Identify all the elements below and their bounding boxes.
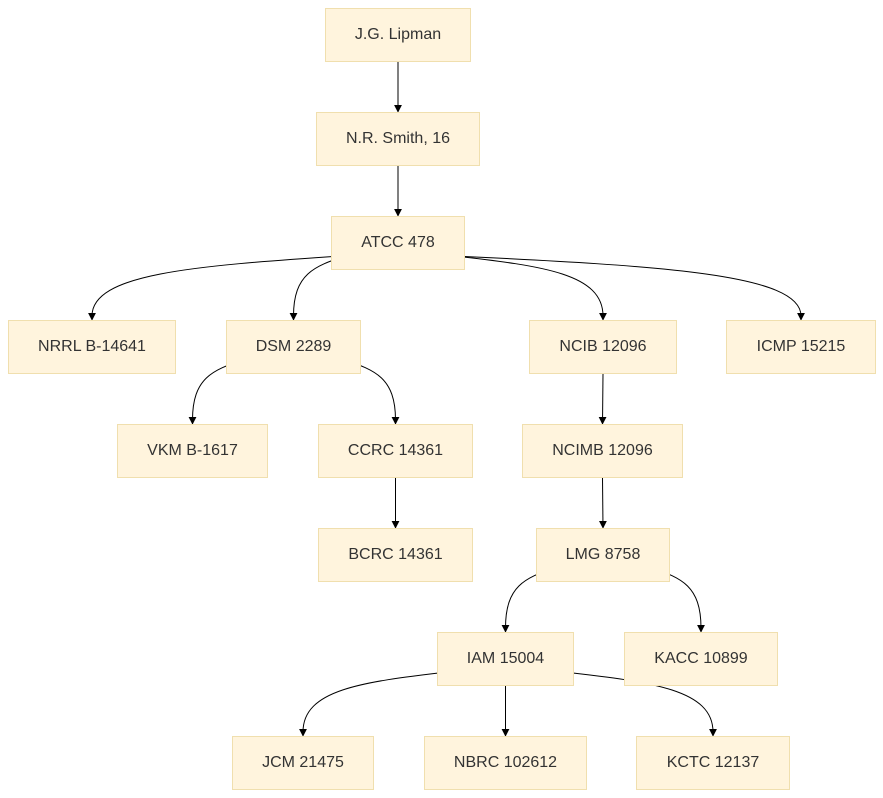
node-nr-smith: N.R. Smith, 16 [316,112,480,166]
edge-ncib-to-ncimb [598,373,607,425]
node-ncib-12096: NCIB 12096 [529,320,677,374]
node-iam-15004: IAM 15004 [437,632,574,686]
edge-ncimb-to-lmg [598,477,607,529]
node-nrrl-b-14641: NRRL B-14641 [8,320,176,374]
node-atcc-478: ATCC 478 [331,216,465,270]
edge-iam-to-kctc [563,671,717,737]
node-kctc-12137: KCTC 12137 [636,736,790,790]
node-dsm-2289: DSM 2289 [226,320,361,374]
node-jcm-21475: JCM 21475 [232,736,374,790]
node-vkm-b-1617: VKM B-1617 [117,424,268,478]
node-lmg-8758: LMG 8758 [536,528,670,582]
node-ccrc-14361: CCRC 14361 [318,424,473,478]
node-icmp-15215: ICMP 15215 [726,320,876,374]
node-ncimb-12096: NCIMB 12096 [522,424,683,478]
node-bcrc-14361: BCRC 14361 [318,528,473,582]
edge-atcc-to-ncib [454,255,607,321]
edge-atcc-to-icmp [454,255,805,321]
node-nbrc-102612: NBRC 102612 [424,736,587,790]
node-jg-lipman: J.G. Lipman [325,8,471,62]
edge-iam-to-jcm [299,671,448,737]
node-kacc-10899: KACC 10899 [624,632,778,686]
edge-atcc-to-nrrl [88,255,342,321]
